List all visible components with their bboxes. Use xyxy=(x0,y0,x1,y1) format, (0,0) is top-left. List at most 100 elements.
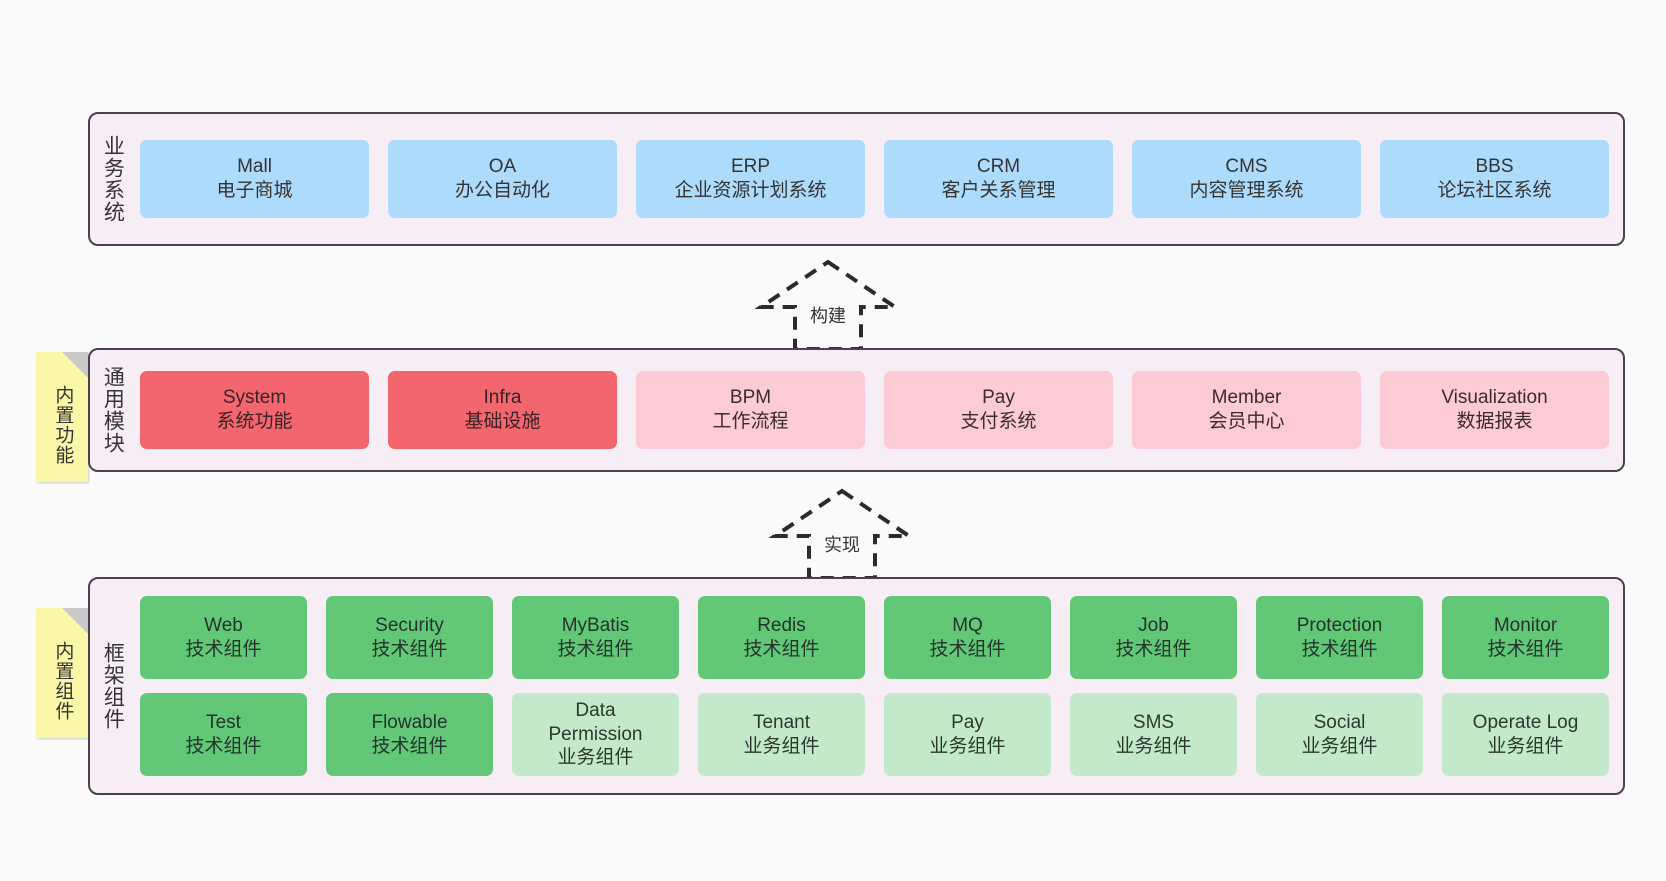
node-operate-log[interactable]: Operate Log 业务组件 xyxy=(1442,693,1609,776)
sticky-note-builtin-components: 内置组件 xyxy=(36,608,88,738)
node-title: CMS xyxy=(1225,156,1268,178)
node-row: Mall 电子商城 OA 办公自动化 ERP 企业资源计划系统 CRM 客户关系… xyxy=(140,140,1609,218)
layer-common-modules-label: 通用模块 xyxy=(101,366,125,454)
node-title: BBS xyxy=(1475,156,1514,178)
node-title: Infra xyxy=(483,387,522,409)
node-subtitle: 客户关系管理 xyxy=(941,180,1056,201)
node-mybatis[interactable]: MyBatis 技术组件 xyxy=(512,596,679,679)
node-tenant[interactable]: Tenant 业务组件 xyxy=(698,693,865,776)
node-title: Mall xyxy=(237,156,272,178)
node-subtitle: 技术组件 xyxy=(185,735,262,757)
node-title: SMS xyxy=(1132,711,1175,733)
node-title: Monitor xyxy=(1493,614,1558,636)
layer-framework-components-label: 框架组件 xyxy=(101,642,125,730)
node-subtitle: 技术组件 xyxy=(371,638,448,660)
node-subtitle: 业务组件 xyxy=(1115,735,1192,757)
node-system[interactable]: System 系统功能 xyxy=(140,371,369,449)
node-security[interactable]: Security 技术组件 xyxy=(326,596,493,679)
node-title: OA xyxy=(488,156,517,178)
node-subtitle: 技术组件 xyxy=(1487,638,1564,660)
node-infra[interactable]: Infra 基础设施 xyxy=(388,371,617,449)
node-pay-business[interactable]: Pay 业务组件 xyxy=(884,693,1051,776)
node-subtitle: 技术组件 xyxy=(371,735,448,757)
node-subtitle: 论坛社区系统 xyxy=(1437,180,1552,201)
node-subtitle: 基础设施 xyxy=(464,411,541,432)
node-subtitle: 企业资源计划系统 xyxy=(674,180,827,201)
node-sms[interactable]: SMS 业务组件 xyxy=(1070,693,1237,776)
node-title: MQ xyxy=(952,614,983,636)
node-subtitle: 系统功能 xyxy=(216,411,293,432)
node-bpm[interactable]: BPM 工作流程 xyxy=(636,371,865,449)
node-subtitle: 业务组件 xyxy=(929,735,1006,757)
node-monitor[interactable]: Monitor 技术组件 xyxy=(1442,596,1609,679)
node-title: MyBatis xyxy=(561,614,630,636)
node-social[interactable]: Social 业务组件 xyxy=(1256,693,1423,776)
node-title: Operate Log xyxy=(1472,711,1579,733)
node-title: Security xyxy=(375,614,444,636)
arrow-implement-label: 实现 xyxy=(824,535,860,555)
node-protection[interactable]: Protection 技术组件 xyxy=(1256,596,1423,679)
node-redis[interactable]: Redis 技术组件 xyxy=(698,596,865,679)
node-row: Test 技术组件 Flowable 技术组件 Data Permission … xyxy=(140,693,1609,776)
folded-corner-icon xyxy=(62,608,88,634)
node-title: BPM xyxy=(729,387,772,409)
node-subtitle: 技术组件 xyxy=(1115,638,1192,660)
arrow-implement: 实现 xyxy=(768,488,916,580)
folded-corner-icon xyxy=(62,352,88,378)
node-erp[interactable]: ERP 企业资源计划系统 xyxy=(636,140,865,218)
node-test[interactable]: Test 技术组件 xyxy=(140,693,307,776)
node-subtitle: 技术组件 xyxy=(185,638,262,660)
node-job[interactable]: Job 技术组件 xyxy=(1070,596,1237,679)
node-title: Test xyxy=(206,711,241,733)
node-subtitle: 电子商城 xyxy=(216,180,293,201)
node-subtitle: 技术组件 xyxy=(557,638,634,660)
node-subtitle: 办公自动化 xyxy=(454,180,550,201)
node-pay[interactable]: Pay 支付系统 xyxy=(884,371,1113,449)
node-subtitle: 业务组件 xyxy=(1487,735,1564,757)
layer-business-system-label: 业务系统 xyxy=(101,135,125,223)
node-title: Pay xyxy=(951,711,984,733)
node-title: Pay xyxy=(982,387,1015,409)
node-title: Social xyxy=(1313,711,1366,733)
node-subtitle: 支付系统 xyxy=(960,411,1037,432)
node-bbs[interactable]: BBS 论坛社区系统 xyxy=(1380,140,1609,218)
node-subtitle: 内容管理系统 xyxy=(1189,180,1304,201)
node-subtitle: 技术组件 xyxy=(743,638,820,660)
node-title: Visualization xyxy=(1441,387,1548,409)
node-subtitle: 业务组件 xyxy=(1301,735,1378,757)
node-data-permission[interactable]: Data Permission 业务组件 xyxy=(512,693,679,776)
node-subtitle: 技术组件 xyxy=(1301,638,1378,660)
node-crm[interactable]: CRM 客户关系管理 xyxy=(884,140,1113,218)
node-flowable[interactable]: Flowable 技术组件 xyxy=(326,693,493,776)
node-title: Data Permission xyxy=(548,699,643,745)
sticky-note-label: 内置功能 xyxy=(52,385,74,465)
node-member[interactable]: Member 会员中心 xyxy=(1132,371,1361,449)
node-visualization[interactable]: Visualization 数据报表 xyxy=(1380,371,1609,449)
node-subtitle: 技术组件 xyxy=(929,638,1006,660)
node-title: System xyxy=(222,387,287,409)
node-title: CRM xyxy=(976,156,1021,178)
node-subtitle: 业务组件 xyxy=(557,747,634,769)
node-title: Protection xyxy=(1296,614,1383,636)
node-title: Job xyxy=(1138,614,1169,636)
layer-business-system: 业务系统 Mall 电子商城 OA 办公自动化 ERP 企业资源计划系统 CRM… xyxy=(88,112,1625,246)
arrow-build-label: 构建 xyxy=(810,306,846,326)
node-subtitle: 会员中心 xyxy=(1208,411,1285,432)
sticky-note-builtin-features: 内置功能 xyxy=(36,352,88,482)
node-row: System 系统功能 Infra 基础设施 BPM 工作流程 Pay 支付系统… xyxy=(140,371,1609,449)
node-web[interactable]: Web 技术组件 xyxy=(140,596,307,679)
node-title: Member xyxy=(1211,387,1282,409)
node-title: Web xyxy=(204,614,243,636)
node-title: ERP xyxy=(730,156,771,178)
layer-framework-components: 框架组件 Web 技术组件 Security 技术组件 MyBatis 技术组件… xyxy=(88,577,1625,795)
node-cms[interactable]: CMS 内容管理系统 xyxy=(1132,140,1361,218)
node-oa[interactable]: OA 办公自动化 xyxy=(388,140,617,218)
node-mq[interactable]: MQ 技术组件 xyxy=(884,596,1051,679)
node-title: Flowable xyxy=(371,711,448,733)
node-subtitle: 数据报表 xyxy=(1456,411,1533,432)
node-mall[interactable]: Mall 电子商城 xyxy=(140,140,369,218)
node-subtitle: 工作流程 xyxy=(712,411,789,432)
node-title: Redis xyxy=(757,614,806,636)
layer-business-system-body: Mall 电子商城 OA 办公自动化 ERP 企业资源计划系统 CRM 客户关系… xyxy=(134,140,1623,218)
